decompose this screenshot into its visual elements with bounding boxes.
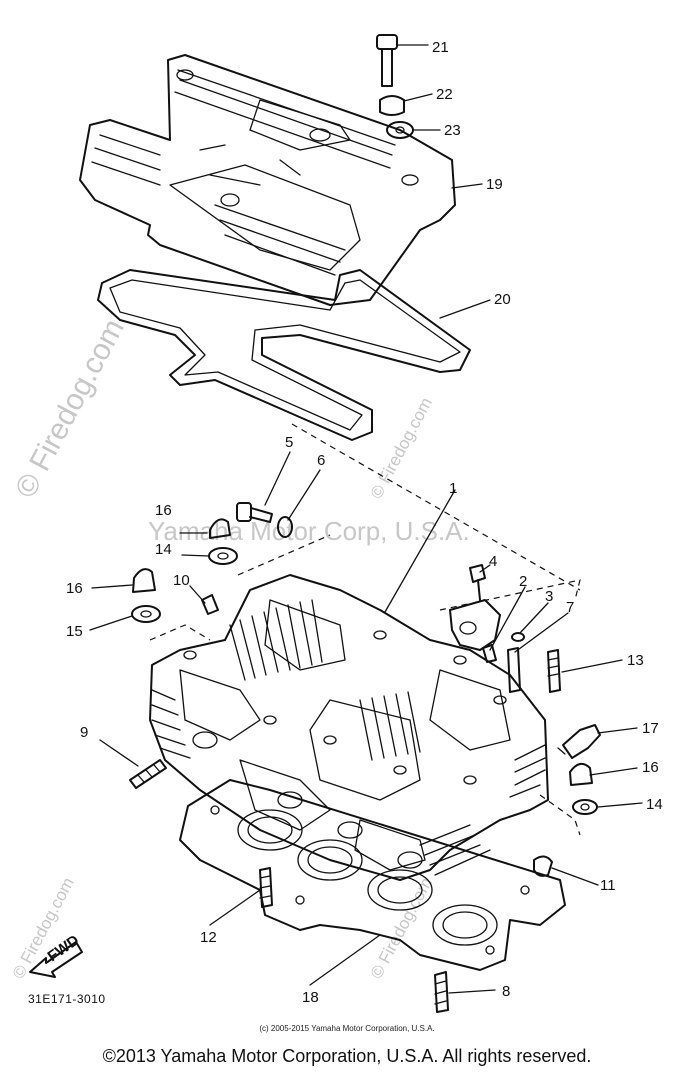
oil-pipe-7: [507, 647, 521, 693]
washer-15: [131, 605, 161, 623]
stud-9: [129, 759, 167, 789]
firedog-watermark-left-bottom: © Firedog.com: [9, 874, 78, 982]
callout-7: 7: [566, 599, 574, 616]
leader-lines: [89, 44, 643, 994]
callout-5: 5: [285, 434, 293, 451]
oring-3: [511, 632, 525, 642]
washer-14-right: [572, 799, 598, 815]
callout-14-top: 14: [155, 541, 172, 558]
cylinder-head: [149, 574, 549, 881]
dowel-10: [201, 594, 219, 615]
callout-16-top: 16: [155, 502, 172, 519]
callout-21: 21: [432, 39, 449, 56]
spark-plug-17: [557, 724, 601, 759]
callout-15: 15: [66, 623, 83, 640]
stud-12: [259, 867, 273, 908]
cover-bolt: [376, 34, 398, 87]
callout-8: 8: [502, 983, 510, 1000]
callout-20: 20: [494, 291, 511, 308]
callout-12: 12: [200, 929, 217, 946]
callout-3: 3: [545, 588, 553, 605]
callout-19: 19: [486, 176, 503, 193]
callout-14-right: 14: [646, 796, 663, 813]
cap-nut-16-top: [209, 518, 231, 539]
yamaha-watermark: Yamaha Motor Corp, U.S.A.: [148, 516, 470, 546]
stud-8: [434, 971, 449, 1013]
head-bolt-5: [236, 502, 273, 523]
callout-labels: 21 22 23 19 20 5 6 1 16 14 16 10 15 4 2 …: [66, 39, 663, 1006]
callout-23: 23: [444, 122, 461, 139]
callout-22: 22: [436, 86, 453, 103]
seal-washer-6: [277, 516, 293, 538]
small-copyright-notice: (c) 2005-2015 Yamaha Motor Corporation, …: [259, 1024, 435, 1033]
cap-nut-16-right: [569, 762, 593, 786]
callout-11: 11: [600, 877, 616, 894]
cylinder-head-gasket: [179, 779, 566, 971]
callout-13: 13: [627, 652, 644, 669]
callout-6: 6: [317, 452, 325, 469]
dowel-2: [482, 644, 497, 663]
cam-cap: [449, 599, 501, 651]
firedog-watermark-large: © Firedog.com: [9, 314, 131, 504]
callout-16-left: 16: [66, 580, 83, 597]
callout-4: 4: [489, 553, 497, 570]
cylinder-head-cover: [79, 54, 456, 306]
diagram-reference-code: 31E171-3010: [28, 992, 106, 1006]
firedog-watermark-center-bottom: © Firedog.com: [367, 874, 436, 982]
callout-2: 2: [519, 573, 527, 590]
callout-1: 1: [449, 480, 457, 497]
fwd-label: FWD: [45, 932, 83, 966]
grommet: [379, 95, 405, 116]
bolt-4: [469, 564, 486, 601]
assembly-guide-lines: [149, 423, 581, 836]
callout-10: 10: [173, 572, 190, 589]
firedog-watermark-right: © Firedog.com: [367, 394, 436, 502]
main-copyright-notice: ©2013 Yamaha Motor Corporation, U.S.A. A…: [102, 1046, 592, 1066]
callout-16-right: 16: [642, 759, 659, 776]
cap-nut-16-left: [132, 568, 156, 593]
washer-14-top: [208, 547, 238, 565]
callout-18: 18: [302, 989, 319, 1006]
callout-9: 9: [80, 724, 88, 741]
stud-13: [547, 649, 561, 693]
head-cover-gasket: [97, 269, 471, 441]
callout-17: 17: [642, 720, 659, 737]
